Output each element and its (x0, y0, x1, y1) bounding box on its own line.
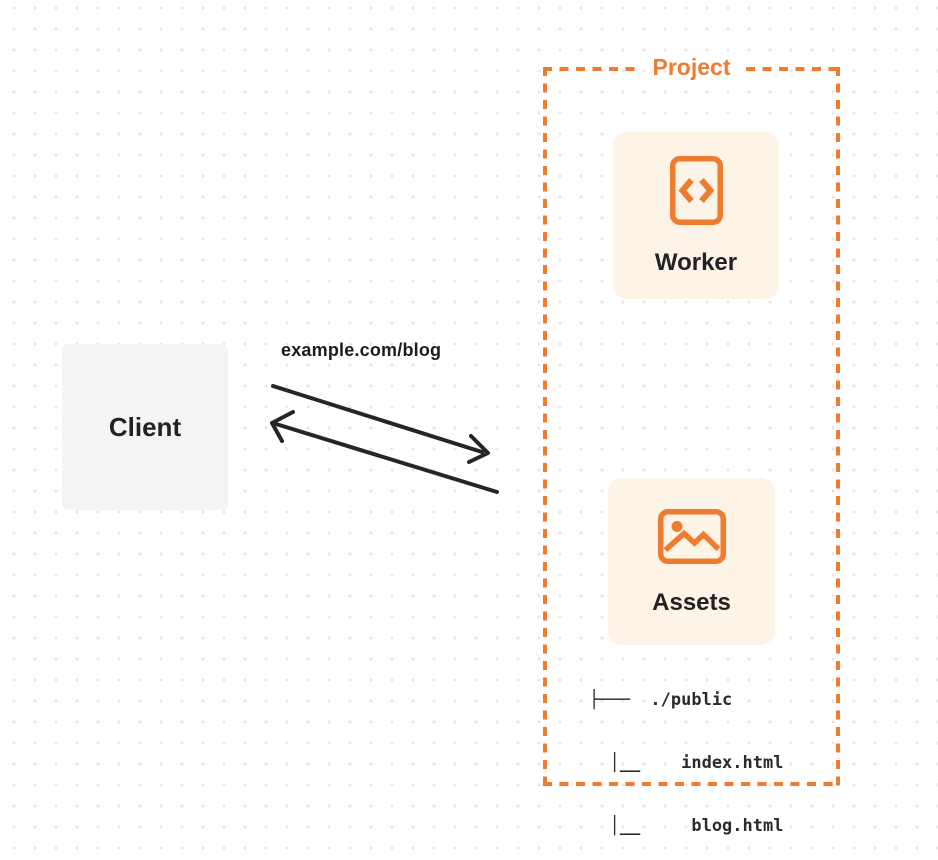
project-title: Project (652, 54, 731, 80)
code-file-icon (669, 156, 723, 225)
file-tree-line: ├─── ./public (589, 690, 733, 710)
request-url-label: example.com/blog (281, 340, 442, 360)
image-icon (657, 508, 726, 564)
assets-label: Assets (652, 588, 731, 616)
client-label: Client (108, 411, 182, 442)
project-container: Project Worker Assets ├─── ./public │__ … (543, 54, 840, 836)
response-arrow (270, 410, 499, 494)
file-tree-line: │__ blog.html (589, 816, 784, 836)
file-tree-line: │__ index.html (589, 753, 784, 773)
client-node: Client (62, 344, 228, 510)
project-dashed-border (543, 67, 840, 786)
request-arrow (271, 384, 490, 464)
assets-file-tree: ├─── ./public │__ index.html │__ blog.ht… (589, 648, 783, 860)
worker-node: Worker (613, 132, 779, 299)
worker-label: Worker (654, 249, 738, 276)
assets-node: Assets (608, 478, 775, 645)
